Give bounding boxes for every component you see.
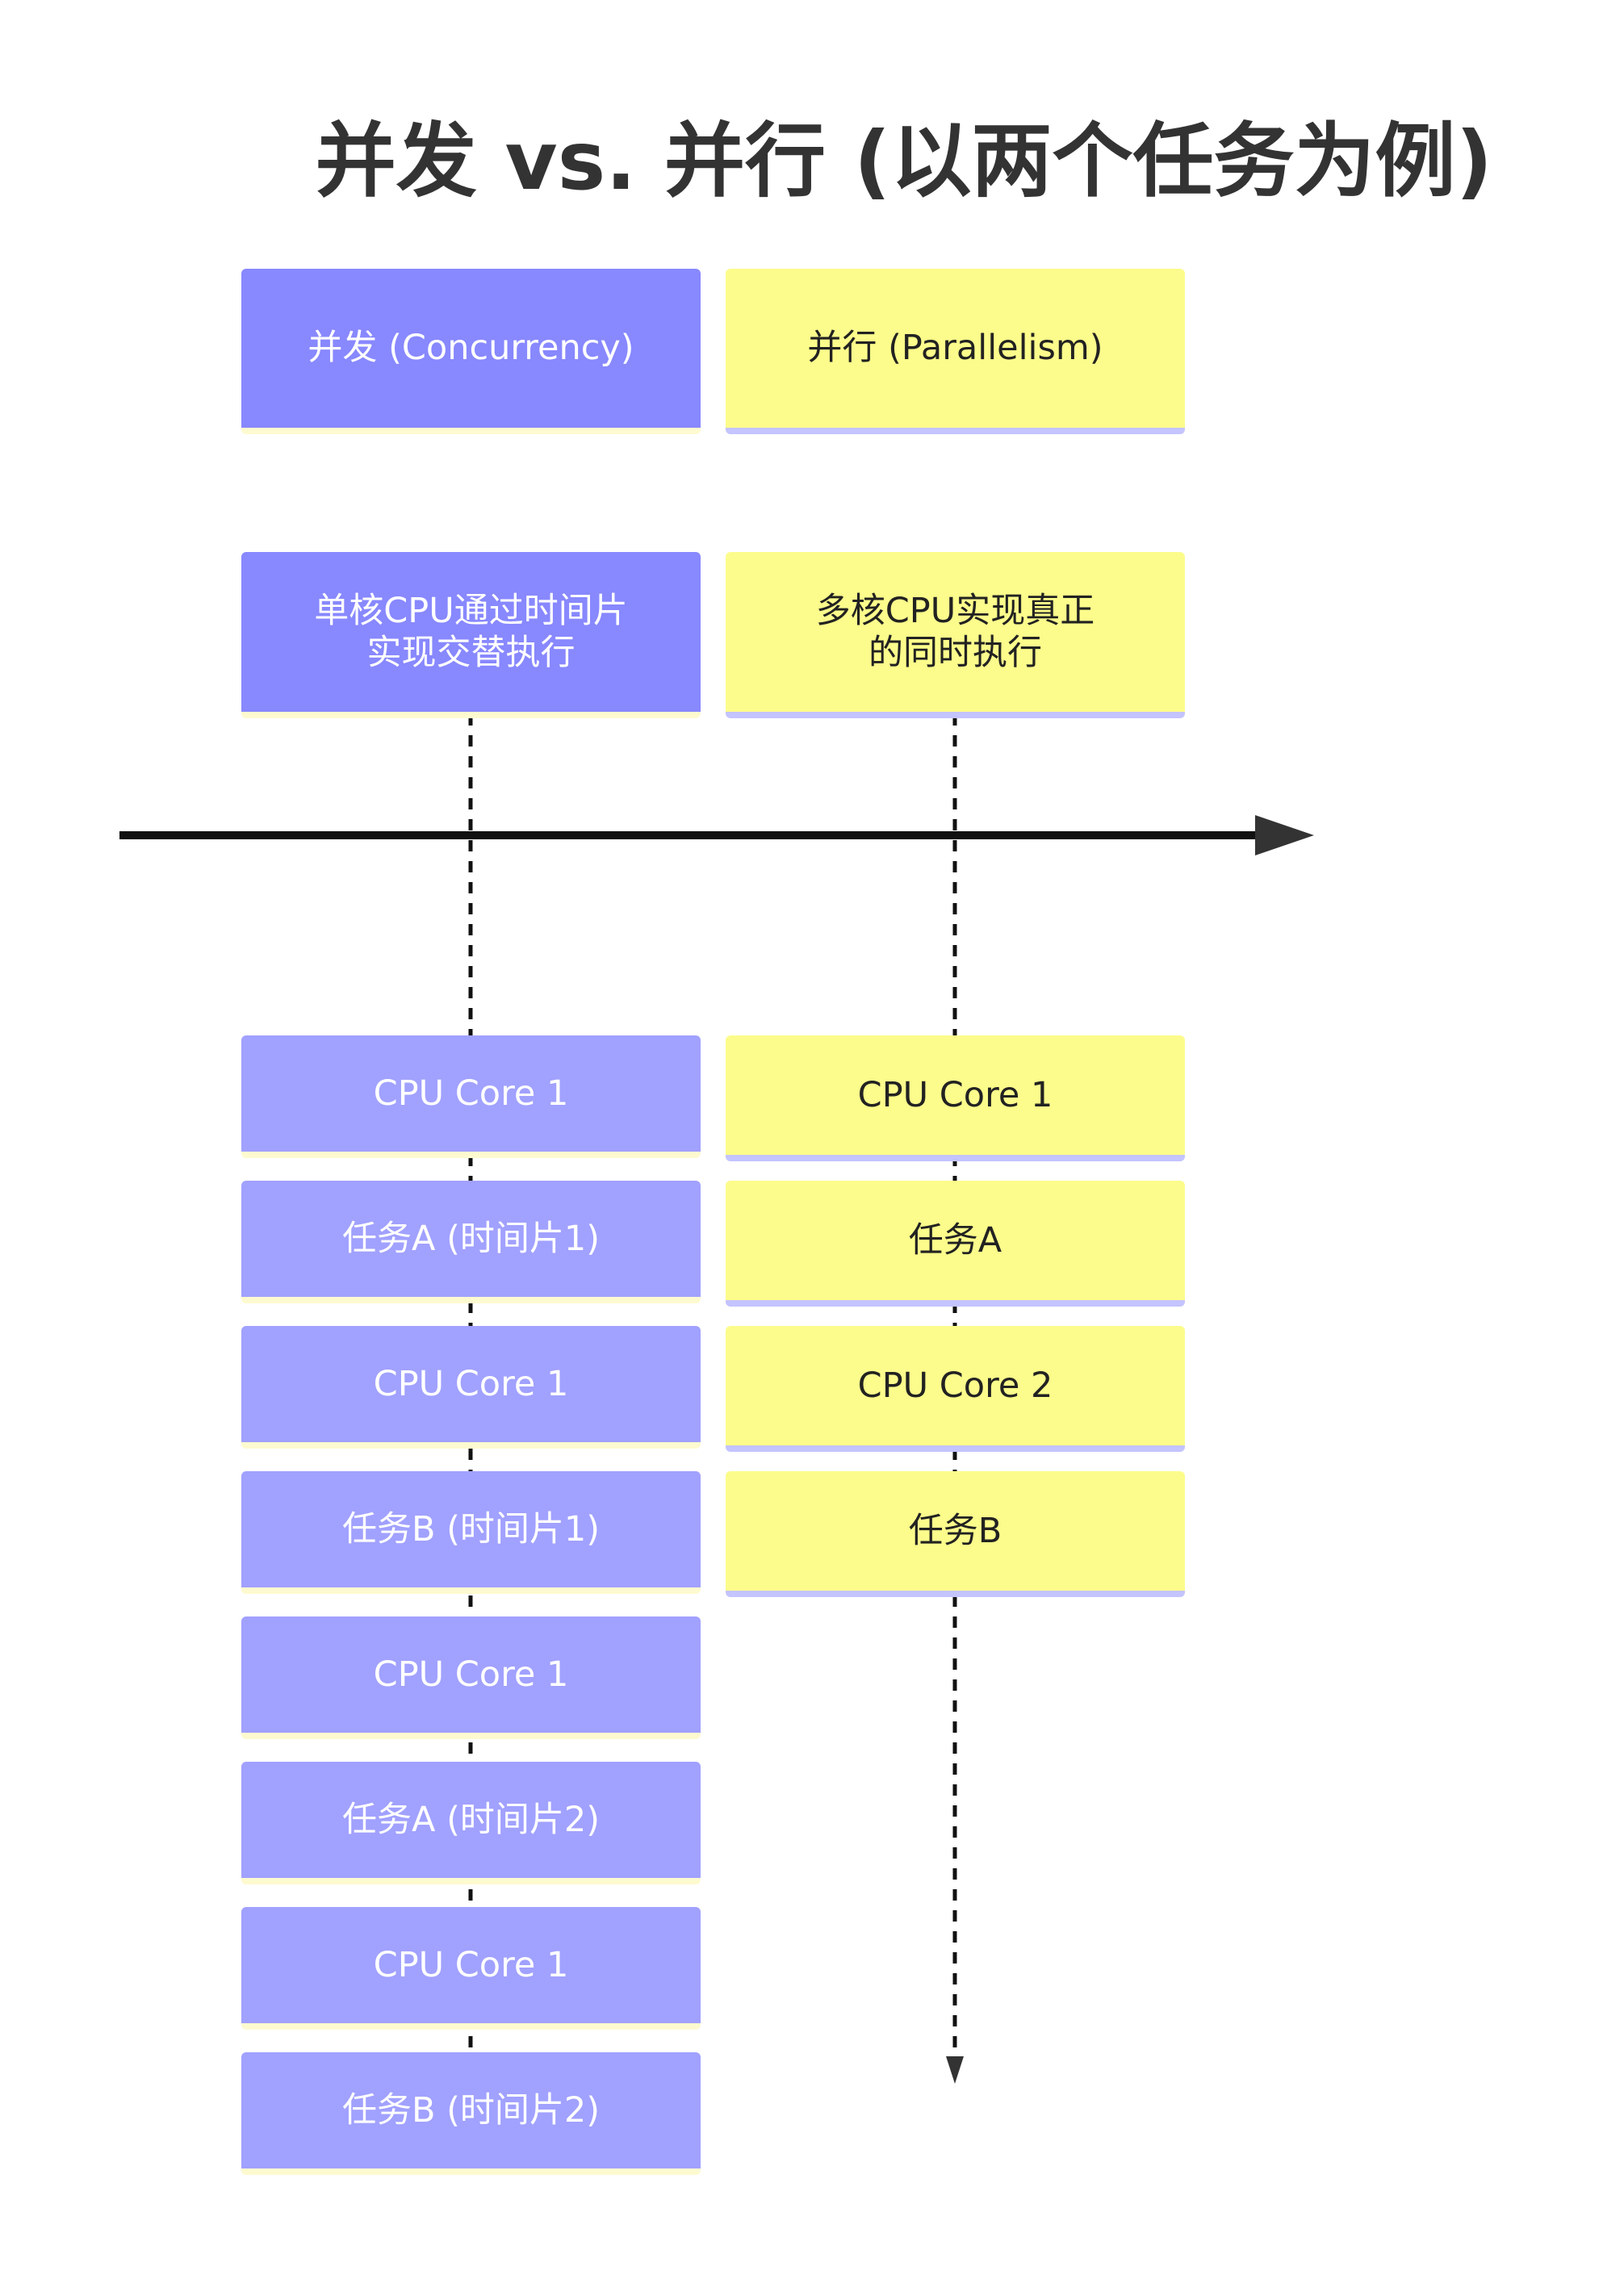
concurrency-step-label: CPU Core 1 [373,1363,569,1404]
concurrency-step-label: 任务A (时间片2) [342,1799,600,1840]
parallelism-header-label: 并行 (Parallelism) [807,328,1103,369]
concurrency-step-label: CPU Core 1 [373,1944,569,1985]
parallelism-step-label: 任务A [908,1219,1002,1261]
concurrency-step: CPU Core 1 [241,1907,701,2030]
parallelism-connector-arrowhead [946,2056,964,2084]
concurrency-header-label: 并发 (Concurrency) [308,328,634,369]
concurrency-step: CPU Core 1 [241,1326,701,1449]
parallelism-step: CPU Core 2 [726,1326,1185,1452]
concurrency-step: 任务A (时间片1) [241,1181,701,1303]
concurrency-description-line-1: 单核CPU通过时间片 [314,590,628,631]
parallelism-step-label: 任务B [908,1510,1002,1551]
parallelism-step-label: CPU Core 2 [857,1365,1053,1406]
concurrency-description-line-2: 实现交替执行 [366,633,575,673]
concurrency-step-label: 任务A (时间片1) [342,1218,600,1259]
parallelism-step: CPU Core 1 [726,1035,1185,1161]
diagram-title: 并发 vs. 并行 (以两个任务为例) [315,114,1493,208]
concurrency-step-label: CPU Core 1 [373,1073,569,1114]
parallelism-step: 任务B [726,1471,1185,1597]
parallelism-step-label: CPU Core 1 [857,1074,1053,1115]
concurrency-step: 任务B (时间片1) [241,1471,701,1594]
concurrency-step: CPU Core 1 [241,1035,701,1158]
concurrency-step-label: 任务B (时间片1) [341,1508,601,1549]
parallelism-header: 并行 (Parallelism) [726,269,1185,434]
concurrency-description: 单核CPU通过时间片 实现交替执行 [241,552,701,718]
concurrency-step: CPU Core 1 [241,1616,701,1739]
parallelism-description-line-2: 的同时执行 [868,633,1042,673]
concurrency-step: 任务A (时间片2) [241,1762,701,1884]
concurrency-header: 并发 (Concurrency) [241,269,701,434]
concurrency-step-label: 任务B (时间片2) [341,2089,601,2131]
parallelism-description: 多核CPU实现真正 的同时执行 [726,552,1185,718]
parallelism-description-line-1: 多核CPU实现真正 [815,590,1095,631]
concurrency-step-label: CPU Core 1 [373,1654,569,1695]
concurrency-step: 任务B (时间片2) [241,2052,701,2175]
parallelism-step: 任务A [726,1181,1185,1307]
timeline-arrow-head [1255,815,1314,855]
